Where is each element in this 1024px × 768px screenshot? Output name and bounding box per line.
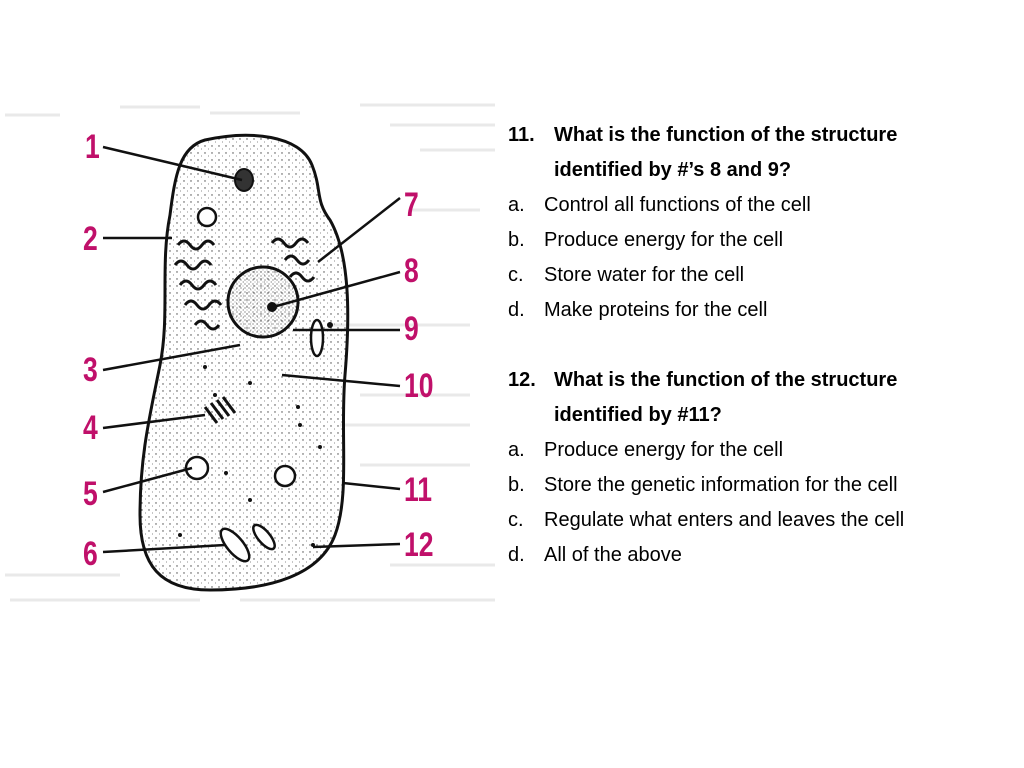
vacuole [273,464,297,488]
option-text: Produce energy for the cell [544,229,784,251]
diagram-label-8: 8 [404,252,419,290]
spacer [508,328,1008,363]
nucleolus [267,302,277,312]
mitochondrion [252,523,276,551]
question-12: 12. What is the function of the structure… [508,363,1008,573]
diagram-label-1: 1 [85,128,100,166]
diagram-label-7: 7 [404,186,419,224]
nucleus [226,265,300,339]
option-letter: a. [508,194,525,216]
diagram-label-10: 10 [404,367,434,405]
option-text: Make proteins for the cell [544,299,768,321]
question-text-cont: identified by #11? [554,404,722,426]
option-letter: b. [508,229,525,251]
option-letter: c. [508,509,524,531]
answer-option: d. All of the above [508,538,1008,573]
answer-option: d. Make proteins for the cell [508,293,1008,328]
option-letter: a. [508,439,525,461]
vacuole [196,206,218,228]
diagram-label-12: 12 [404,526,434,564]
option-text: Store the genetic information for the ce… [544,474,898,496]
diagram-label-3: 3 [83,351,98,389]
diagram-label-6: 6 [83,535,98,573]
ribosomes [178,322,333,547]
leader-lines [102,145,401,554]
vacuole [184,455,210,481]
question-panel: 11. What is the function of the structure… [508,118,1008,573]
mitochondrion [219,527,251,563]
diagram-label-4: 4 [83,409,98,447]
diagram-label-11: 11 [404,471,433,509]
option-letter: d. [508,544,525,566]
option-letter: b. [508,474,525,496]
option-text: Store water for the cell [544,264,745,286]
golgi-body [203,396,237,424]
answer-option: a. Produce energy for the cell [508,433,1008,468]
cell-drawing [5,103,495,602]
answer-option: b. Produce energy for the cell [508,223,1008,258]
option-text: Produce energy for the cell [544,439,784,461]
question-text: What is the function of the structure [554,369,898,391]
question-text-cont: identified by #’s 8 and 9? [554,159,792,181]
diagram-label-9: 9 [404,310,419,348]
answer-option: c. Store water for the cell [508,258,1008,293]
question-number: 11. [508,124,535,146]
option-letter: d. [508,299,525,321]
question-text: What is the function of the structure [554,124,898,146]
option-letter: c. [508,264,524,286]
option-text: Control all functions of the cell [544,194,811,216]
question-number: 12. [508,369,536,391]
answer-option: c. Regulate what enters and leaves the ce… [508,503,1008,538]
question-11: 11. What is the function of the structure… [508,118,1008,328]
diagram-label-2: 2 [83,220,98,258]
dark-granule [234,168,254,192]
option-text: All of the above [544,544,682,566]
cell-diagram: 1 2 3 4 5 6 7 8 9 10 11 12 [0,95,500,620]
answer-option: b. Store the genetic information for the … [508,468,1008,503]
background-text-noise [5,103,495,602]
cell-membrane [138,133,350,592]
diagram-label-5: 5 [83,475,98,513]
answer-option: a. Control all functions of the cell [508,188,1008,223]
mitochondrion [309,318,325,358]
option-text: Regulate what enters and leaves the cell [544,509,905,531]
endoplasmic-reticulum [173,237,316,331]
